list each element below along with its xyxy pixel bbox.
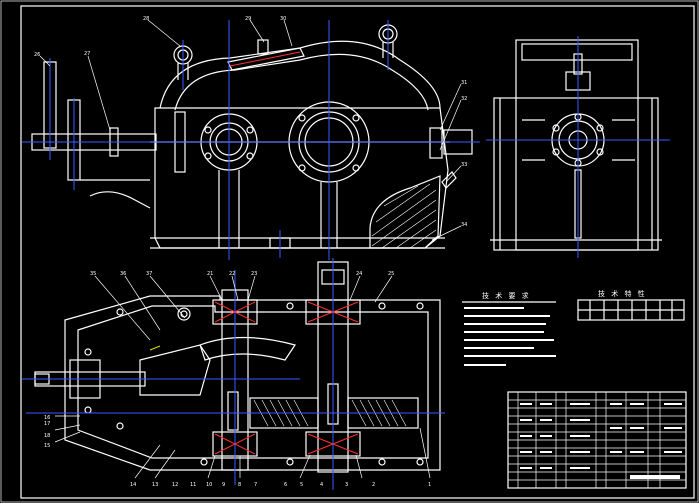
balloon-18: 18 — [44, 433, 50, 439]
balloon-8: 8 — [238, 482, 241, 488]
inner-frame — [20, 5, 695, 499]
side-elevation-view — [486, 36, 670, 258]
oil-sump-hatching — [371, 183, 437, 249]
balloon-22: 22 — [229, 271, 235, 277]
balloon-31: 31 — [461, 80, 467, 86]
balloon-1: 1 — [428, 482, 431, 488]
technical-requirements-block: 技 术 要 求 — [462, 291, 556, 366]
balloon-2: 2 — [372, 482, 375, 488]
tech-requirements-title: 技 术 要 求 — [482, 291, 531, 300]
balloon-11: 11 — [190, 482, 196, 488]
balloon-9: 9 — [222, 482, 225, 488]
balloon-12: 12 — [172, 482, 178, 488]
balloon-32: 32 — [461, 96, 467, 102]
balloon-34: 34 — [461, 222, 467, 228]
balloon-35: 35 — [90, 271, 96, 277]
balloon-16: 16 — [44, 415, 50, 421]
front-elevation-view — [22, 20, 480, 260]
balloon-17: 17 — [44, 421, 50, 427]
balloon-7: 7 — [254, 482, 257, 488]
balloon-24: 24 — [356, 271, 362, 277]
balloon-26: 26 — [34, 52, 40, 58]
tech-specs-title: 技 术 特 性 — [598, 289, 647, 298]
balloon-3: 3 — [345, 482, 348, 488]
balloon-15: 15 — [44, 443, 50, 449]
front-leader-lines — [39, 19, 462, 241]
balloon-5: 5 — [300, 482, 303, 488]
balloon-25: 25 — [388, 271, 394, 277]
front-part-numbers: 26 27 28 29 30 31 32 33 34 — [34, 16, 467, 228]
balloon-36: 36 — [120, 271, 126, 277]
balloon-13: 13 — [152, 482, 158, 488]
parts-list-title-block — [507, 391, 687, 489]
plan-part-numbers: 35 36 37 21 22 23 24 25 17 18 15 16 14 1… — [44, 271, 431, 488]
balloon-10: 10 — [206, 482, 212, 488]
balloon-29: 29 — [245, 16, 251, 22]
plan-housing-outline — [64, 295, 441, 471]
balloon-37: 37 — [146, 271, 152, 277]
balloon-28: 28 — [143, 16, 149, 22]
plan-section-view — [22, 258, 445, 490]
balloon-6: 6 — [284, 482, 287, 488]
balloon-33: 33 — [461, 162, 467, 168]
balloon-4: 4 — [320, 482, 323, 488]
technical-specifications-table: 技 术 特 性 — [577, 289, 685, 321]
balloon-30: 30 — [280, 16, 286, 22]
balloon-21: 21 — [207, 271, 213, 277]
balloon-14: 14 — [130, 482, 136, 488]
balloon-27: 27 — [84, 51, 90, 57]
balloon-23: 23 — [251, 271, 257, 277]
